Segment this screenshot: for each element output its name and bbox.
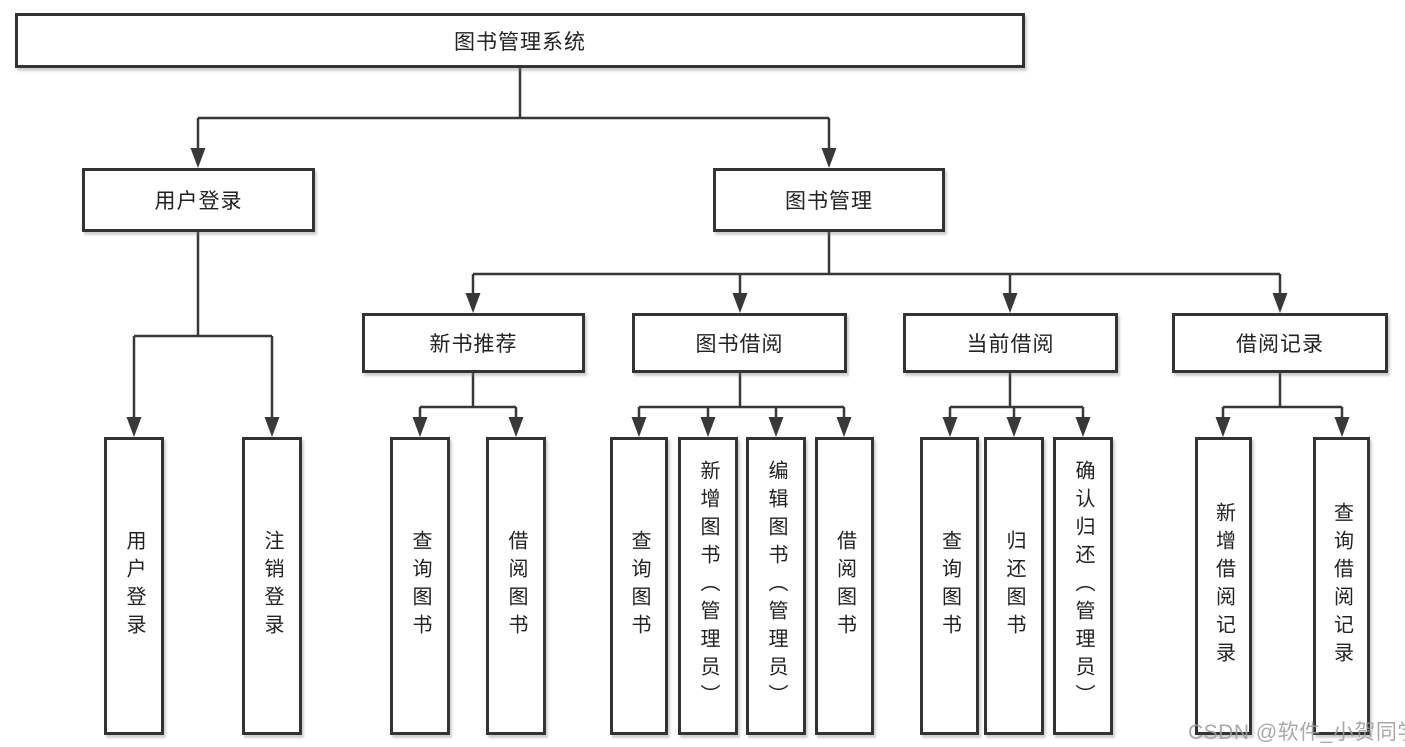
node-new-book-recommend: 新书推荐 [362, 313, 585, 373]
borrow-records-children-connector [1215, 373, 1350, 437]
book-borrow-children-connector [631, 373, 852, 437]
csdn-watermark: CSDN @软件_小贺同学 [1188, 721, 1405, 744]
leaf-cb-return-books: 归还图书 [984, 437, 1044, 735]
node-root: 图书管理系统 [15, 13, 1025, 68]
leaf-bb-edit-books: 编辑图书（管理员） [746, 437, 806, 735]
leaf-nb-borrow-books: 借阅图书 [486, 437, 546, 735]
node-book-borrow: 图书借阅 [632, 313, 847, 373]
node-book-management: 图书管理 [713, 168, 945, 232]
leaf-nb-query-books: 查询图书 [390, 437, 450, 735]
user-login-children-connector [126, 232, 280, 437]
book-management-children-connector [465, 232, 1288, 313]
new-book-recommend-children-connector [412, 373, 524, 437]
leaf-br-query-record: 查询借阅记录 [1313, 437, 1370, 735]
node-borrow-records: 借阅记录 [1172, 313, 1388, 373]
leaf-user-login: 用户登录 [104, 437, 164, 735]
node-current-borrow: 当前借阅 [903, 313, 1118, 373]
root-to-level2-connector [190, 68, 837, 168]
leaf-cb-query-books: 查询图书 [920, 437, 979, 735]
leaf-logout: 注销登录 [242, 437, 302, 735]
leaf-bb-add-books: 新增图书（管理员） [678, 437, 738, 735]
current-borrow-children-connector [942, 373, 1091, 437]
leaf-bb-borrow-books: 借阅图书 [815, 437, 874, 735]
leaf-bb-query-books: 查询图书 [610, 437, 668, 735]
leaf-br-add-record: 新增借阅记录 [1195, 437, 1252, 735]
leaf-cb-confirm-return: 确认归还（管理员） [1053, 437, 1113, 735]
node-user-login: 用户登录 [82, 168, 315, 232]
